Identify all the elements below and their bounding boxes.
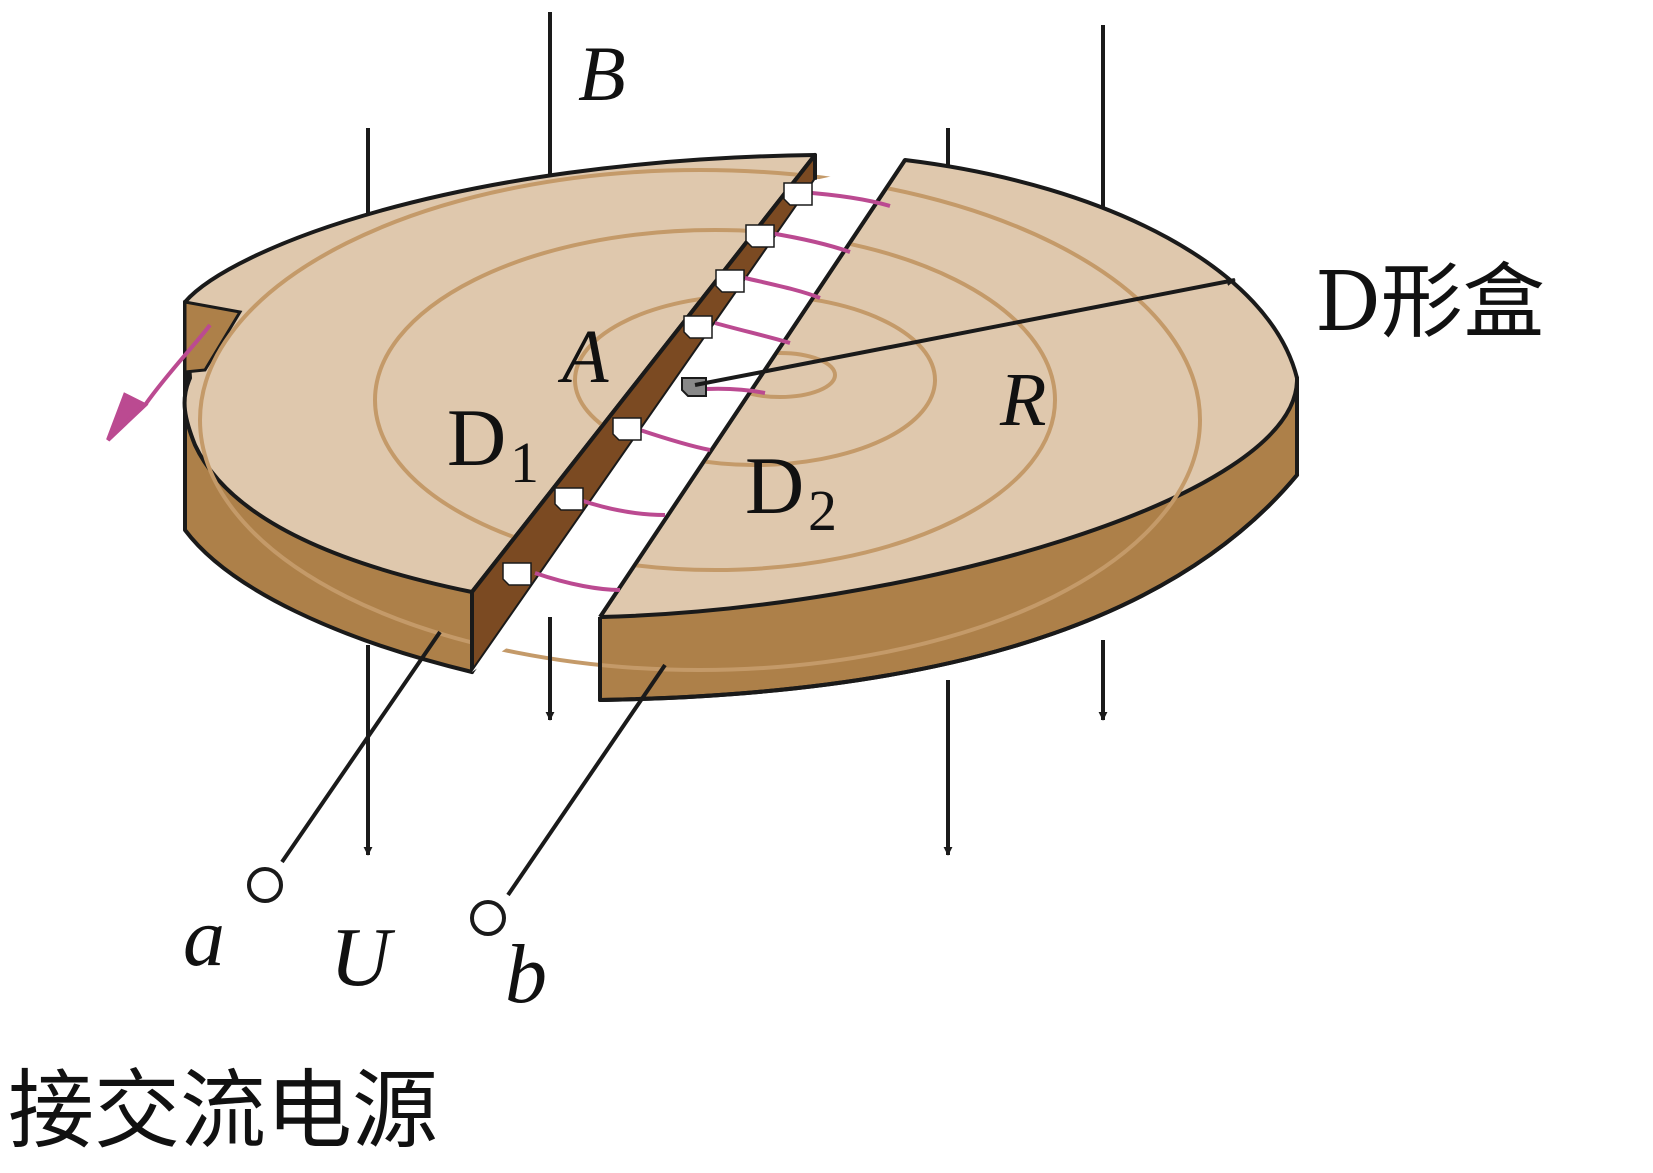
magnetic-field-arrows	[363, 617, 1108, 856]
terminal-b-node	[470, 900, 506, 936]
label-radius-r: R	[999, 358, 1046, 442]
radius-arrow	[694, 277, 1236, 387]
label-point-a: A	[557, 315, 609, 399]
dee-d1-notch	[183, 300, 243, 374]
terminal-leads	[280, 630, 667, 897]
label-field-b: B	[578, 30, 626, 117]
label-dee-d1: D	[447, 392, 506, 483]
particle-trajectory	[106, 190, 891, 592]
dee-d2-top	[598, 158, 1300, 619]
label-ac-source: 接交流电源	[8, 1061, 438, 1161]
label-dee-box: D形盒	[1315, 255, 1545, 350]
label-dee-d1-subscript: 1	[510, 430, 539, 495]
label-terminal-a: a	[183, 891, 225, 984]
label-voltage-u: U	[330, 911, 396, 1004]
particle-positions	[502, 182, 813, 586]
label-terminal-b: b	[505, 928, 547, 1021]
label-dee-d2: D	[745, 440, 804, 531]
terminal-a-node	[247, 867, 283, 903]
label-dee-d2-subscript: 2	[808, 478, 837, 543]
ion-source	[681, 377, 707, 397]
dee-d1-top	[182, 153, 817, 594]
